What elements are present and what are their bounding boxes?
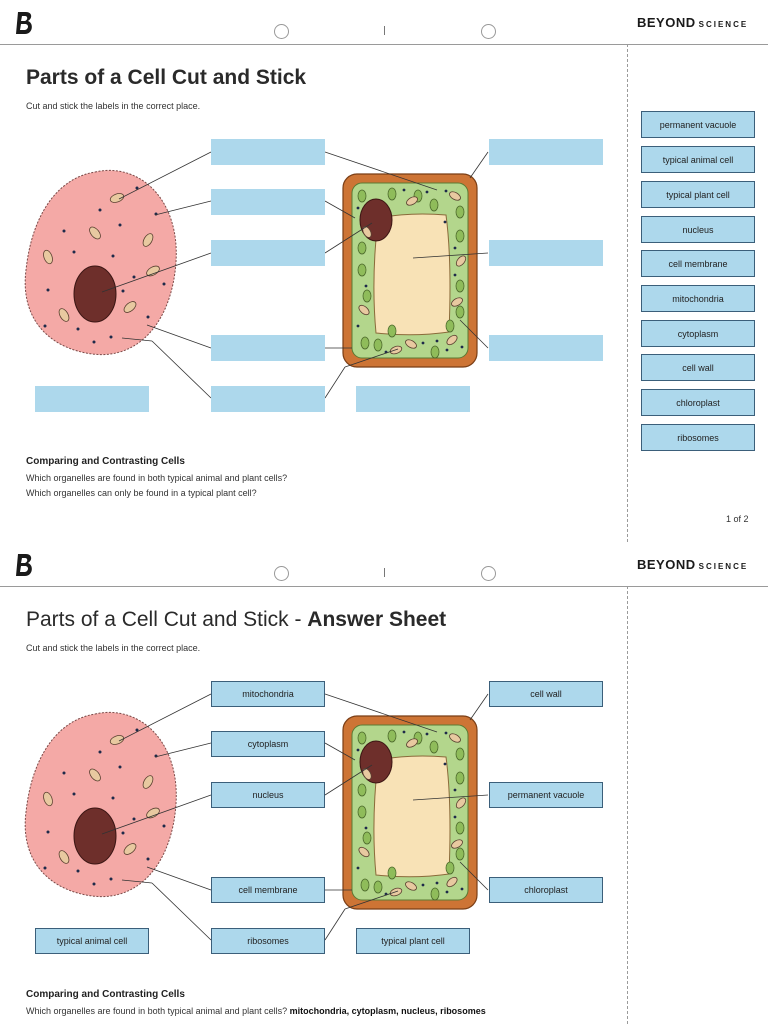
blank-label-box[interactable] — [489, 139, 603, 165]
animal-cell — [24, 170, 177, 356]
cell-diagram — [24, 693, 489, 941]
brand-logo-icon — [16, 554, 32, 576]
instructions: Cut and stick the labels in the correct … — [26, 101, 201, 111]
label-cell-wall: cell wall — [489, 681, 603, 707]
question-text: Which organelles are found in both typic… — [26, 473, 288, 483]
blank-label-box[interactable] — [211, 240, 325, 266]
blank-label-box[interactable] — [35, 386, 149, 412]
blank-label-box[interactable] — [356, 386, 470, 412]
punch-hole-icon — [481, 24, 496, 39]
punch-hole-icon — [481, 566, 496, 581]
brand-logo-icon — [16, 12, 32, 34]
cell-diagram — [24, 151, 489, 399]
label-permanent-vacuole: permanent vacuole — [489, 782, 603, 808]
blank-label-box[interactable] — [211, 139, 325, 165]
header-divider — [0, 44, 768, 45]
blank-label-box[interactable] — [489, 240, 603, 266]
label-ribosomes: ribosomes — [211, 928, 325, 954]
cut-label[interactable]: chloroplast — [641, 389, 755, 416]
blank-label-box[interactable] — [211, 386, 325, 412]
question-text: Which organelles can only be found in a … — [26, 488, 257, 498]
leader-lines — [101, 151, 489, 399]
fold-mark — [384, 568, 385, 577]
cut-label[interactable]: ribosomes — [641, 424, 755, 451]
label-cell-membrane: cell membrane — [211, 877, 325, 903]
cut-label[interactable]: cell membrane — [641, 250, 755, 277]
plant-cell — [342, 715, 478, 910]
cut-label[interactable]: permanent vacuole — [641, 111, 755, 138]
label-mitochondria: mitochondria — [211, 681, 325, 707]
page-number: 1 of 2 — [726, 514, 749, 524]
plant-cell — [342, 173, 478, 368]
cut-label[interactable]: typical plant cell — [641, 181, 755, 208]
cut-label[interactable]: mitochondria — [641, 285, 755, 312]
label-cytoplasm: cytoplasm — [211, 731, 325, 757]
blank-label-box[interactable] — [211, 335, 325, 361]
cut-label[interactable]: typical animal cell — [641, 146, 755, 173]
cut-label[interactable]: cytoplasm — [641, 320, 755, 347]
cut-line — [627, 44, 628, 542]
questions-heading: Comparing and Contrasting Cells — [26, 989, 185, 1000]
page-title: Parts of a Cell Cut and Stick - Answer S… — [26, 608, 447, 631]
label-nucleus: nucleus — [211, 782, 325, 808]
page-title: Parts of a Cell Cut and Stick — [26, 66, 307, 89]
label-typical-animal-cell: typical animal cell — [35, 928, 149, 954]
label-typical-plant-cell: typical plant cell — [356, 928, 470, 954]
cut-label[interactable]: nucleus — [641, 216, 755, 243]
questions-heading: Comparing and Contrasting Cells — [26, 456, 185, 467]
cut-line — [627, 586, 628, 1024]
punch-hole-icon — [274, 566, 289, 581]
cut-label[interactable]: cell wall — [641, 354, 755, 381]
question-with-answer: Which organelles are found in both typic… — [26, 1006, 486, 1016]
instructions: Cut and stick the labels in the correct … — [26, 643, 201, 653]
label-chloroplast: chloroplast — [489, 877, 603, 903]
punch-hole-icon — [274, 24, 289, 39]
leader-lines — [101, 693, 489, 941]
blank-label-box[interactable] — [489, 335, 603, 361]
blank-label-box[interactable] — [211, 189, 325, 215]
animal-cell — [24, 712, 177, 898]
fold-mark — [384, 26, 385, 35]
header-divider — [0, 586, 768, 587]
